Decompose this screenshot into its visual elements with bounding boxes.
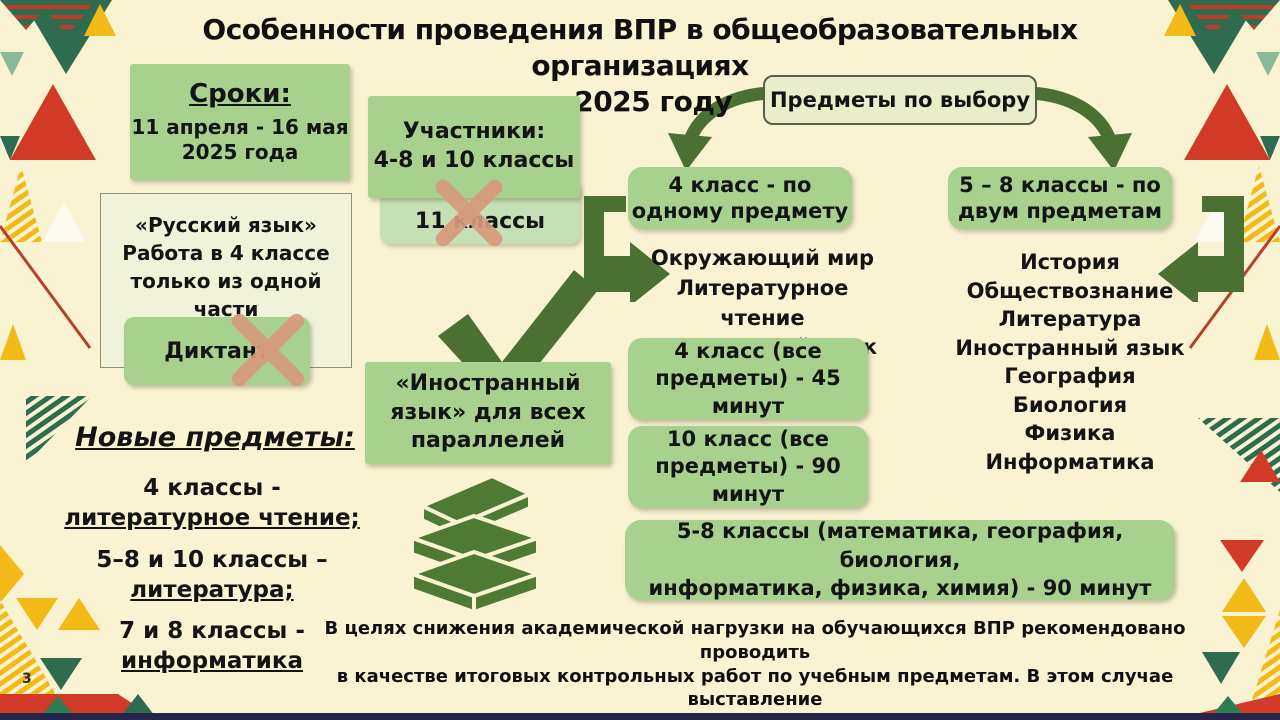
subject-item: Биология <box>1012 392 1128 417</box>
grade4-elective-box: 4 класс - по одному предмету <box>628 167 852 229</box>
subject-item: Литература <box>998 307 1142 332</box>
foreign-language-box: «Иностранный язык» для всех параллелей <box>365 362 611 464</box>
slide-title: Особенности проведения ВПР в общеобразов… <box>118 12 1162 119</box>
new-subject-item: 5–8 и 10 классы – литература; <box>62 546 362 606</box>
foreign-language-text: «Иностранный язык» для всех параллелей <box>390 371 586 454</box>
subject-item: География <box>1004 364 1136 389</box>
diktant-label: Диктант <box>164 338 270 364</box>
russian-language-text: «Русский язык» Работа в 4 классе только … <box>122 212 330 321</box>
subject-item: Информатика <box>985 449 1155 474</box>
grades58-elective-text: 5 – 8 классы - по двум предметам <box>957 172 1163 223</box>
subject-item: Окружающий мир <box>650 246 875 270</box>
new-subjects-heading: Новые предметы: <box>75 422 355 453</box>
new-subject-item: 7 и 8 классы - информатика <box>62 617 362 677</box>
excluded-grades-label: 11 классы <box>414 209 546 234</box>
duration-grades58-text: 5-8 классы (математика, география, биоло… <box>648 519 1152 601</box>
participants-box: Участники: 4-8 и 10 классы <box>368 96 580 198</box>
new-subject-name: информатика <box>121 647 303 674</box>
new-subject-grades: 5–8 и 10 классы – <box>96 547 328 573</box>
curved-arrow-left-icon <box>668 86 777 171</box>
terms-box: Сроки: 11 апреля - 16 мая 2025 года <box>130 64 350 180</box>
slide-title-line1: Особенности проведения ВПР в общеобразов… <box>202 13 1078 82</box>
diktant-box: Диктант <box>124 317 310 385</box>
duration-grade4-text: 4 класс (все предметы) - 45 минут <box>655 339 841 418</box>
duration-grades58-box: 5-8 классы (математика, география, биоло… <box>625 519 1175 601</box>
new-subject-item: 4 классы - литературное чтение; <box>62 474 362 534</box>
grades58-elective-box: 5 – 8 классы - по двум предметам <box>948 167 1172 229</box>
duration-grade10-text: 10 класс (все предметы) - 90 минут <box>655 427 841 506</box>
subject-item: Литературное чтение <box>676 275 849 330</box>
elbow-arrow-left-icon <box>584 196 670 302</box>
participants-text: Участники: 4-8 и 10 классы <box>373 119 575 173</box>
grade4-elective-text: 4 класс - по одному предмету <box>631 172 849 223</box>
subject-item: Физика <box>1024 421 1116 446</box>
bottom-bar <box>0 713 1280 720</box>
subject-item: Иностранный язык <box>955 335 1185 360</box>
elective-header-label: Предметы по выбору <box>769 88 1031 112</box>
duration-grade10-box: 10 класс (все предметы) - 90 минут <box>628 426 868 508</box>
page-number: 3 <box>22 671 32 687</box>
terms-heading: Сроки: <box>189 79 291 109</box>
duration-grade4-box: 4 класс (все предметы) - 45 минут <box>628 338 868 420</box>
new-subject-grades: 4 классы - <box>143 475 281 501</box>
curved-arrow-right-icon <box>1023 86 1132 171</box>
subject-item: Обществознание <box>966 278 1174 303</box>
new-subject-name: литература; <box>130 576 294 603</box>
new-subject-grades: 7 и 8 классы - <box>119 618 305 644</box>
terms-dates: 11 апреля - 16 мая 2025 года <box>131 115 349 164</box>
footer-note: В целях снижения академической нагрузки … <box>307 618 1202 720</box>
subject-item: История <box>1020 250 1120 274</box>
grades58-subject-list: История Обществознание Литература Иностр… <box>955 248 1185 476</box>
elective-header-box: Предметы по выбору <box>763 75 1037 125</box>
new-subject-name: литературное чтение; <box>64 504 360 531</box>
books-icon <box>410 474 540 614</box>
